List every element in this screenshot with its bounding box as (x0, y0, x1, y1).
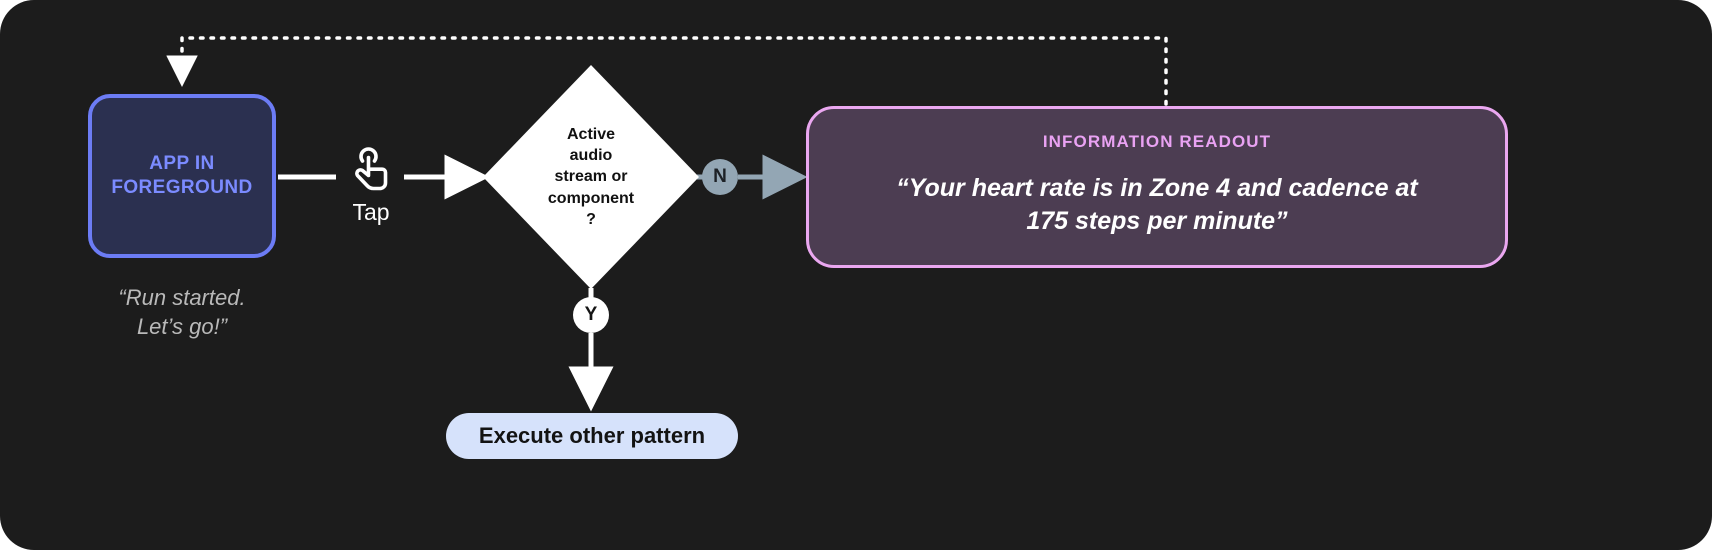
branch-badge-yes: Y (573, 297, 609, 333)
decision-line-5: ? (586, 210, 596, 228)
node-app-in-foreground-label: APP IN FOREGROUND (111, 152, 252, 201)
branch-badge-no-label: N (713, 166, 727, 187)
tap-hand-icon (330, 145, 412, 197)
decision-label: Active audio stream or component ? (483, 65, 699, 289)
node-information-readout[interactable]: INFORMATION READOUT “Your heart rate is … (806, 106, 1508, 268)
decision-line-3: stream or (554, 168, 628, 186)
app-caption-line-2: Let’s go!” (136, 313, 228, 339)
branch-badge-yes-label: Y (584, 304, 598, 325)
branch-badge-no: N (702, 159, 738, 195)
node-execute-other-pattern[interactable]: Execute other pattern (446, 413, 738, 459)
app-caption-line-1: “Run started. (118, 285, 246, 310)
readout-body-line-2: 175 steps per minute” (1026, 207, 1288, 235)
app-caption: “Run started. Let’s go!” (78, 284, 286, 341)
decision-line-4: component (547, 189, 635, 207)
app-label-line-1: APP IN (149, 152, 215, 174)
gesture-tap-label: Tap (352, 199, 390, 225)
node-decision-audio-stream[interactable]: Active audio stream or component ? (483, 65, 699, 289)
decision-line-2: audio (569, 147, 613, 165)
readout-title: INFORMATION READOUT (1042, 131, 1272, 151)
decision-line-1: Active (566, 126, 616, 144)
readout-body: “Your heart rate is in Zone 4 and cadenc… (896, 172, 1417, 239)
readout-body-line-1: “Your heart rate is in Zone 4 and cadenc… (896, 173, 1418, 202)
execute-other-pattern-label: Execute other pattern (478, 423, 706, 448)
gesture-tap: Tap (330, 145, 412, 224)
node-app-in-foreground[interactable]: APP IN FOREGROUND (88, 94, 276, 258)
app-label-line-2: FOREGROUND (111, 177, 253, 198)
